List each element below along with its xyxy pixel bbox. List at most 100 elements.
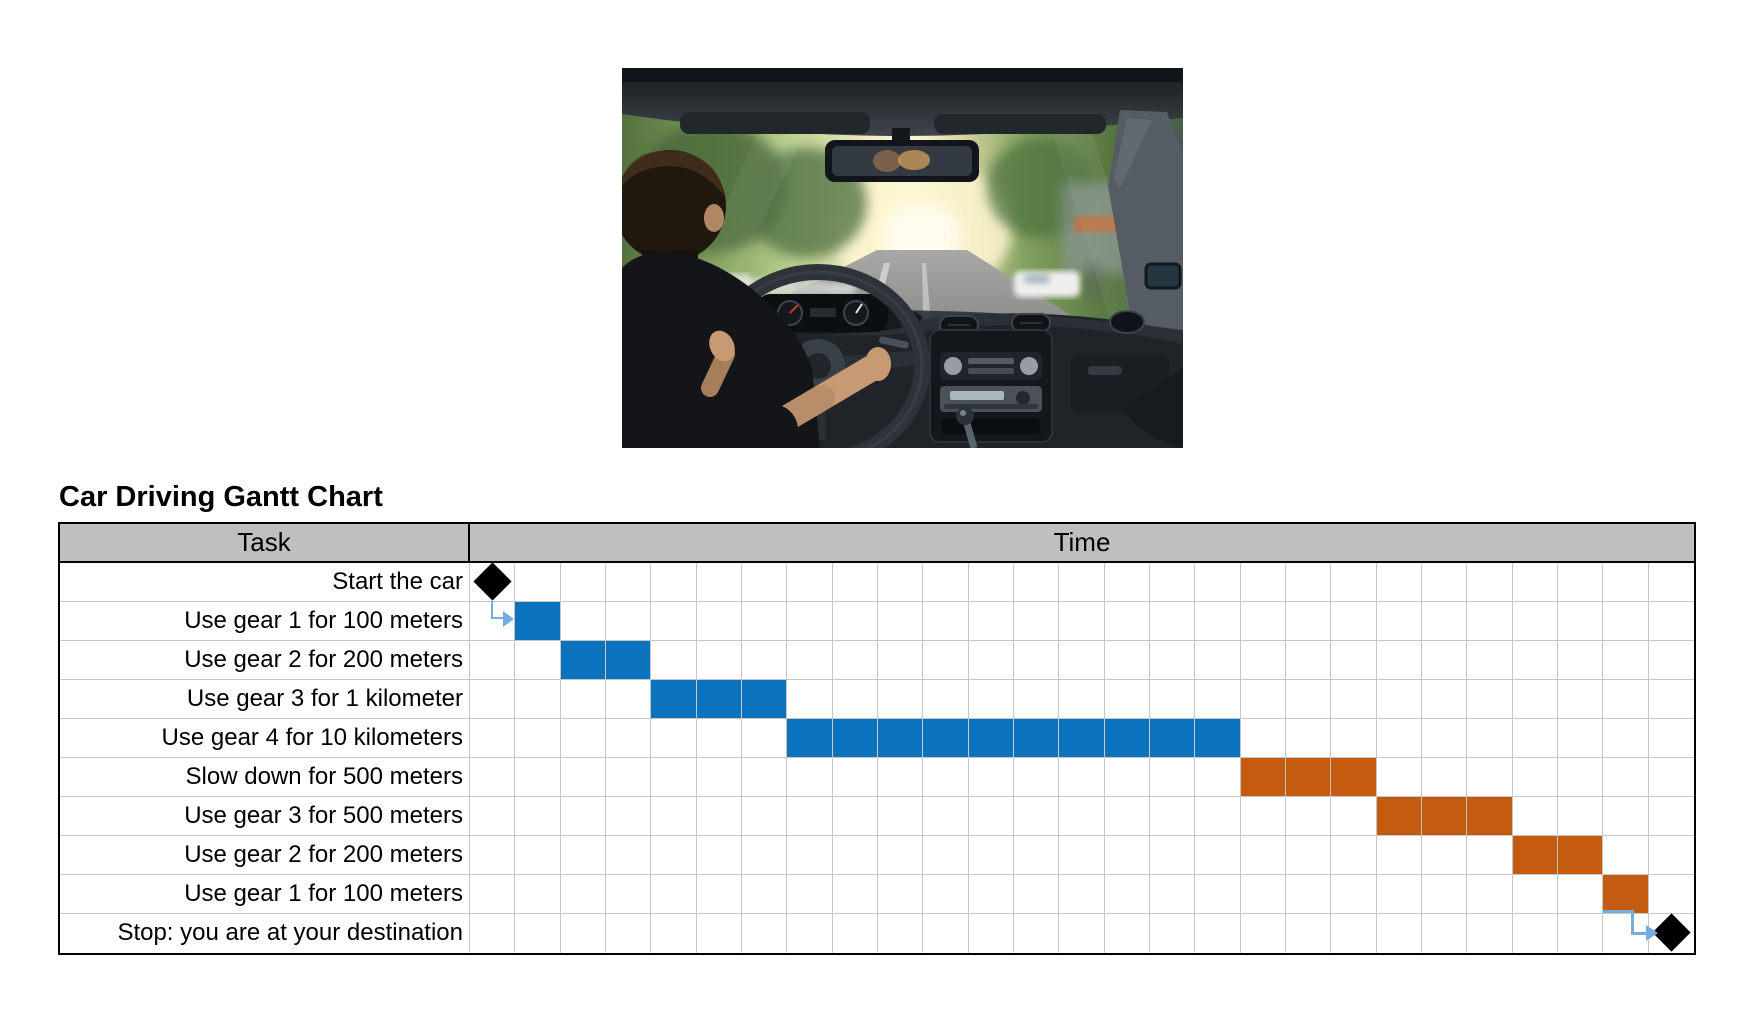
gantt-cell [1557,719,1604,758]
gantt-row: Stop: you are at your destination [60,913,1694,953]
gantt-cell [1195,602,1241,641]
gantt-cell [560,836,606,875]
gantt-row: Use gear 3 for 500 meters [60,797,1694,836]
gantt-cell [1149,563,1196,602]
gantt-cell [1467,758,1513,797]
gantt-cell [1240,719,1286,758]
gantt-cell [1195,875,1241,914]
gantt-cell [470,680,516,719]
gantt-cell [968,836,1014,875]
gantt-cell [1603,641,1649,680]
milestone-diamond [473,562,512,601]
gantt-cell [1013,875,1060,914]
gantt-cell [787,563,833,602]
gantt-cell [1104,680,1150,719]
gantt-bar-cell [651,680,697,719]
gantt-cell [1059,641,1105,680]
gantt-row: Use gear 2 for 200 meters [60,641,1694,680]
gantt-cell [1104,875,1150,914]
gantt-cell [968,680,1014,719]
gantt-cell [1603,680,1649,719]
gantt-row: Use gear 1 for 100 meters [60,602,1694,641]
gantt-cell [1512,563,1558,602]
gantt-cell [1557,875,1604,914]
gantt-cell [1013,641,1060,680]
gantt-cell [742,914,788,953]
gantt-cell [1421,563,1468,602]
gantt-cell [1512,719,1558,758]
gantt-cell [1513,914,1558,953]
gantt-cell [606,914,652,953]
gantt-cell [696,563,742,602]
gantt-bar-cell [1512,836,1558,875]
gantt-cell [1149,797,1196,836]
gantt-cell [1195,563,1241,602]
gantt-cell [605,836,652,875]
gantt-cell [1331,719,1377,758]
car-driving-photo [622,68,1183,448]
gantt-cell [696,758,742,797]
gantt-cell [741,836,788,875]
gantt-cell [1285,680,1332,719]
gantt-cell [696,719,742,758]
gantt-bar-cell [1557,836,1604,875]
gantt-bar-cell [1195,719,1241,758]
gantt-cell [832,797,878,836]
gantt-cell [833,914,878,953]
gantt-header-row: Task Time [60,524,1694,563]
gantt-cell [1512,641,1558,680]
gantt-cell [1240,641,1286,680]
driver-silhouette [622,150,891,448]
gantt-cell [1557,797,1604,836]
gantt-cell [470,758,516,797]
task-label: Use gear 1 for 100 meters [60,602,470,641]
gantt-cell [1105,914,1150,953]
gantt-cell [787,641,833,680]
gantt-cell [515,719,561,758]
gantt-cell [515,641,561,680]
gantt-cell [696,797,742,836]
gantt-cell [1557,758,1604,797]
chart-title: Car Driving Gantt Chart [59,481,383,513]
time-column-header: Time [1053,527,1111,557]
gantt-cell [1013,680,1060,719]
gantt-cell [1603,719,1649,758]
gantt-bar-cell [1013,719,1060,758]
gantt-cell [923,641,969,680]
gantt-cell [877,758,924,797]
gantt-cell [1376,836,1422,875]
gantt-row: Start the car [60,562,1694,602]
gantt-cell [1285,602,1332,641]
gantt-cell [1059,602,1105,641]
gantt-cell [968,797,1014,836]
task-label: Slow down for 500 meters [60,758,470,797]
gantt-cell [1331,641,1377,680]
gantt-cell [605,758,652,797]
gantt-cell [651,875,697,914]
gantt-cell [923,602,969,641]
gantt-cell [1557,563,1604,602]
gantt-cell [1104,563,1150,602]
gantt-cell [1648,758,1694,797]
gantt-cell [651,797,697,836]
gantt-cell [877,602,924,641]
gantt-cell [1421,641,1468,680]
task-label: Stop: you are at your destination [60,914,470,953]
gantt-cell [968,563,1014,602]
gantt-cell [1558,914,1604,953]
gantt-cell [1013,758,1060,797]
gantt-cell [560,797,606,836]
task-label: Use gear 1 for 100 meters [60,875,470,914]
gantt-cell [1421,758,1468,797]
gantt-cell [696,875,742,914]
car-photo-illustration [622,68,1183,448]
gantt-cell [1149,836,1196,875]
gantt-cell [832,836,878,875]
gantt-cell [1648,875,1694,914]
gantt-cell [1376,680,1422,719]
gantt-cell [1421,875,1468,914]
gantt-cell [1104,641,1150,680]
gantt-cell [470,836,516,875]
task-column-header: Task [60,524,470,561]
